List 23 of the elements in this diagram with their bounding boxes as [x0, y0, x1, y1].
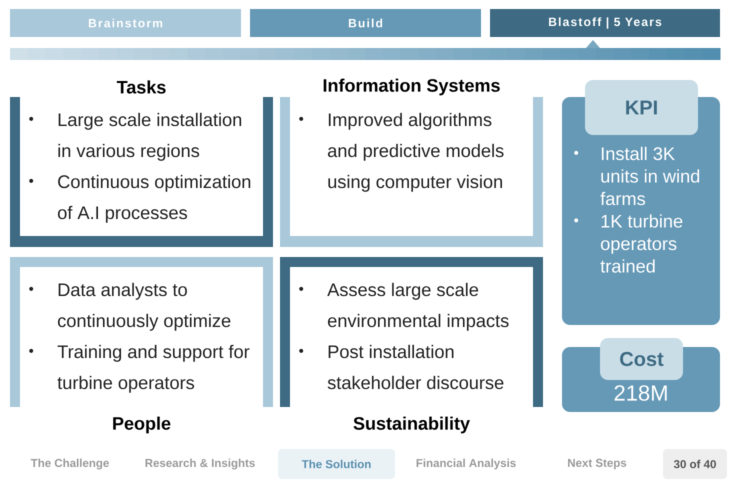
card-tab: Cost — [600, 338, 683, 380]
nav-link: The Challenge — [30, 458, 109, 470]
phase-tab: Blastoff | 5 Years — [490, 9, 720, 37]
bullet-list: Large scale installation in various regions Continuous optimization of A.I processes — [29, 112, 250, 223]
panel-heading: Information Systems — [324, 78, 500, 96]
nav-tab: The Solution — [278, 449, 395, 479]
page-counter: 30 of 40 — [663, 449, 727, 479]
panel-heading: Tasks — [116, 80, 166, 94]
phase-tab: Build — [250, 9, 481, 37]
bullet-list: Improved algorithms and predictive models using computer vision — [299, 112, 504, 192]
quadrant-panel — [280, 257, 543, 434]
quadrant-panel — [10, 80, 273, 247]
nav-link: Research & Insights — [146, 458, 255, 470]
card-tab: KPI — [585, 80, 698, 135]
panel-heading: Sustainability — [354, 416, 470, 434]
bullet-list: Data analysts to continuously optimize Training and support for turbine operators — [29, 282, 250, 393]
quadrant-panel — [10, 257, 273, 434]
quadrant-panel — [280, 78, 543, 247]
panel-heading: People — [113, 416, 170, 434]
nav-link: Financial Analysis — [416, 458, 516, 470]
bullet-list: Assess large scale environmental impacts Post installation stakeholder discourse — [299, 282, 509, 390]
nav-link: Next Steps — [568, 458, 626, 470]
phase-tab: Brainstorm — [10, 9, 241, 37]
